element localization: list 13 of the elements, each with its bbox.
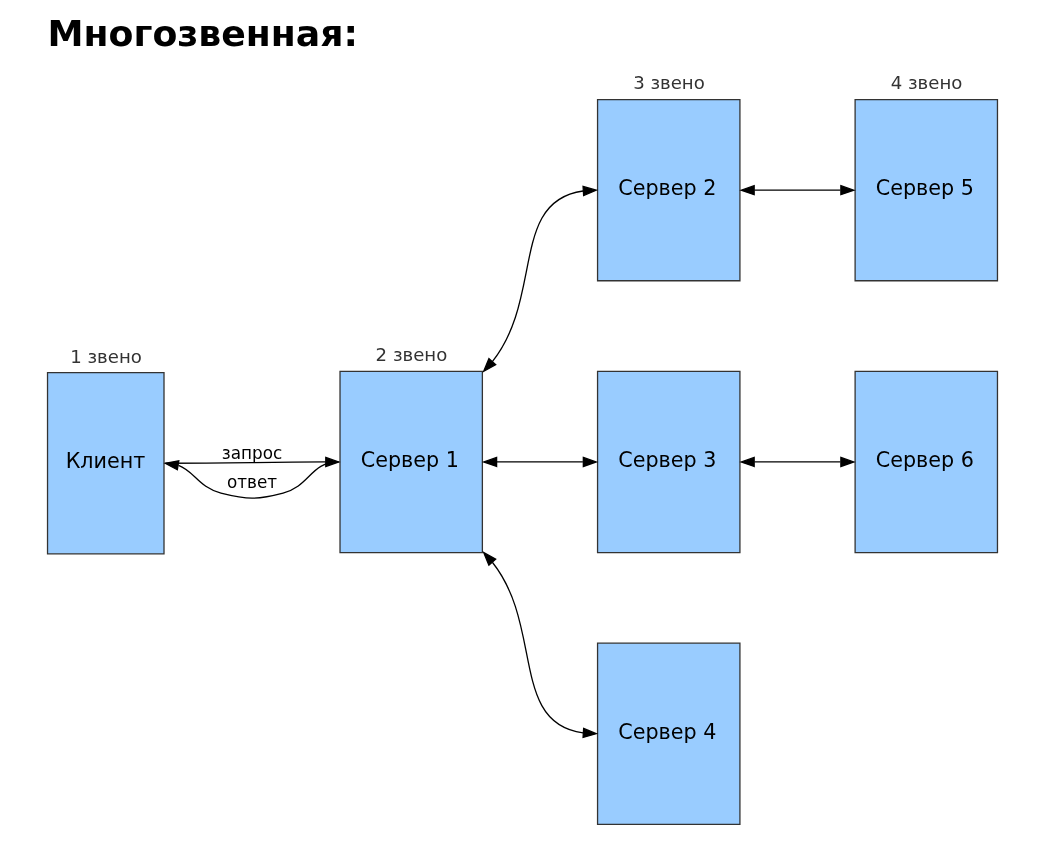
arrow — [482, 551, 599, 739]
arrow — [739, 184, 856, 196]
edge-label: ответ — [226, 472, 278, 493]
node-label: 3 звено — [633, 72, 705, 94]
node-label: 1 звено — [70, 345, 142, 367]
diagram-title: Многозвенная: — [47, 12, 359, 56]
arrow — [163, 460, 340, 499]
arrow — [739, 456, 856, 468]
arrow — [482, 185, 599, 373]
node-label: 2 звено — [375, 344, 448, 366]
node-label: 4 звено — [890, 72, 963, 94]
edge-label: запрос — [221, 442, 283, 463]
arrow — [481, 456, 599, 468]
